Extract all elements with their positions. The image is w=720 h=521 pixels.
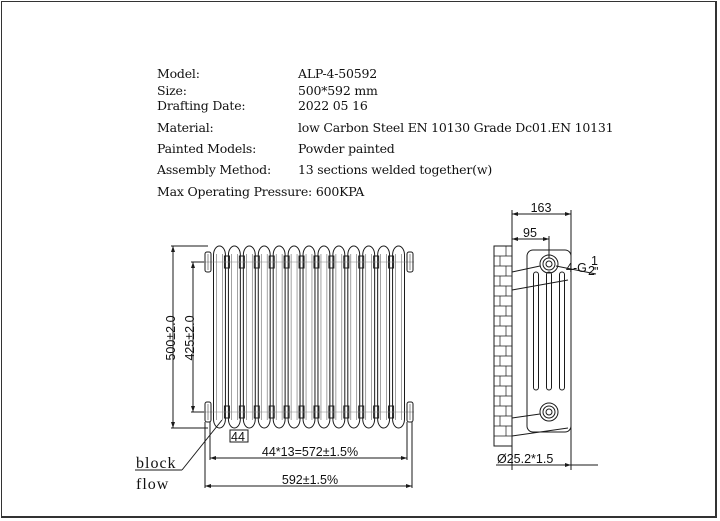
arrowhead bbox=[191, 406, 195, 412]
arrowhead bbox=[512, 237, 518, 241]
tube bbox=[546, 271, 552, 391]
pitch-label: 44 bbox=[231, 430, 245, 444]
end-plug bbox=[406, 251, 414, 273]
arrowhead bbox=[210, 456, 216, 460]
arrowhead bbox=[512, 212, 518, 216]
arrowhead bbox=[191, 262, 195, 268]
spec-label: Drafting Date: bbox=[157, 98, 246, 113]
connection-mid bbox=[542, 257, 556, 271]
radiator-section bbox=[377, 245, 395, 429]
overall-width-label: 592±1.5% bbox=[282, 473, 338, 487]
spec-value: 13 sections welded together(w) bbox=[298, 162, 492, 177]
arrowhead bbox=[205, 484, 211, 488]
radiator-section bbox=[317, 245, 335, 429]
section-outline bbox=[242, 245, 256, 429]
bracket-line bbox=[511, 413, 541, 419]
spec-value: ALP-4-50592 bbox=[298, 66, 378, 81]
thread-fraction-den: 2 bbox=[588, 264, 595, 278]
radiator-section bbox=[332, 245, 350, 429]
height-dim-label: 500±2.0 bbox=[164, 315, 178, 360]
section-outline bbox=[257, 245, 271, 429]
radiator-section bbox=[347, 245, 365, 429]
spec-label: Max Operating Pressure: 600KPA bbox=[157, 184, 365, 199]
spec-value: 500*592 mm bbox=[298, 83, 378, 98]
thread-leader bbox=[555, 265, 597, 275]
connection-outer bbox=[539, 254, 559, 274]
thread-unit: " bbox=[594, 265, 598, 279]
callout-leader bbox=[181, 419, 223, 471]
spec-value: low Carbon Steel EN 10130 Grade Dc01.EN … bbox=[298, 120, 614, 135]
arrowhead bbox=[406, 484, 412, 488]
arrowhead bbox=[171, 246, 175, 252]
thread-label: 4-G bbox=[566, 261, 587, 275]
arrowhead bbox=[565, 463, 571, 467]
section-outline bbox=[272, 245, 286, 429]
section-outline bbox=[362, 245, 376, 429]
bracket-line bbox=[511, 279, 569, 291]
end-plug bbox=[204, 401, 212, 423]
arrowhead bbox=[171, 422, 175, 428]
section-outline bbox=[227, 245, 241, 429]
section-outline bbox=[377, 245, 391, 429]
connection-mid bbox=[542, 405, 556, 419]
connection-outer bbox=[539, 402, 559, 422]
centers-dim-label: 425±2.0 bbox=[183, 315, 197, 360]
radiator-section bbox=[272, 245, 290, 429]
tube bbox=[559, 271, 565, 391]
tube bbox=[533, 271, 539, 391]
spec-label: Assembly Method: bbox=[157, 162, 271, 177]
bracket-line bbox=[511, 427, 569, 437]
section-outline bbox=[317, 245, 331, 429]
spec-label: Painted Models: bbox=[157, 141, 257, 156]
dimension-labels: 500±2.0 425±2.0 44 44*13=572±1.5% 592±1.5% bl… bbox=[136, 201, 598, 493]
section-outline bbox=[287, 245, 301, 429]
pitch-box bbox=[229, 429, 249, 443]
radiator-section bbox=[257, 245, 275, 429]
radiator-section bbox=[302, 245, 320, 429]
radiator-section bbox=[392, 245, 406, 429]
arrowhead bbox=[401, 456, 407, 460]
spec-label: Model: bbox=[157, 66, 200, 81]
arrowhead bbox=[565, 212, 571, 216]
thread-fraction-num: 1 bbox=[591, 254, 598, 268]
depth-dim-label: 163 bbox=[531, 201, 552, 215]
section-outline bbox=[392, 245, 406, 429]
section-outline bbox=[302, 245, 316, 429]
side-view bbox=[493, 210, 598, 470]
spec-label: Material: bbox=[157, 120, 214, 135]
spec-value: 2022 05 16 bbox=[298, 98, 368, 113]
arrowhead bbox=[543, 237, 549, 241]
spec-label: Size: bbox=[157, 83, 187, 98]
spec-value: Powder painted bbox=[298, 141, 395, 156]
section-outline bbox=[332, 245, 346, 429]
radiator-section bbox=[362, 245, 380, 429]
callout-flow-label: flow bbox=[136, 476, 169, 493]
end-plug bbox=[204, 251, 212, 273]
tube-dim-label: Ø25.2*1.5 bbox=[497, 452, 553, 466]
radiator-section bbox=[287, 245, 305, 429]
radiator-section bbox=[242, 245, 260, 429]
connection-offset-label: 95 bbox=[523, 226, 537, 240]
radiator-section bbox=[227, 245, 245, 429]
front-view bbox=[135, 245, 414, 488]
connection-inner bbox=[545, 408, 553, 416]
section-outline bbox=[213, 245, 226, 429]
end-plug bbox=[406, 401, 414, 423]
callout-block-label: block bbox=[136, 455, 177, 472]
sections-width-label: 44*13=572±1.5% bbox=[262, 445, 358, 459]
bracket-line bbox=[511, 265, 541, 273]
section-outline bbox=[347, 245, 361, 429]
radiator-section bbox=[213, 245, 230, 429]
connection-inner bbox=[545, 260, 553, 268]
